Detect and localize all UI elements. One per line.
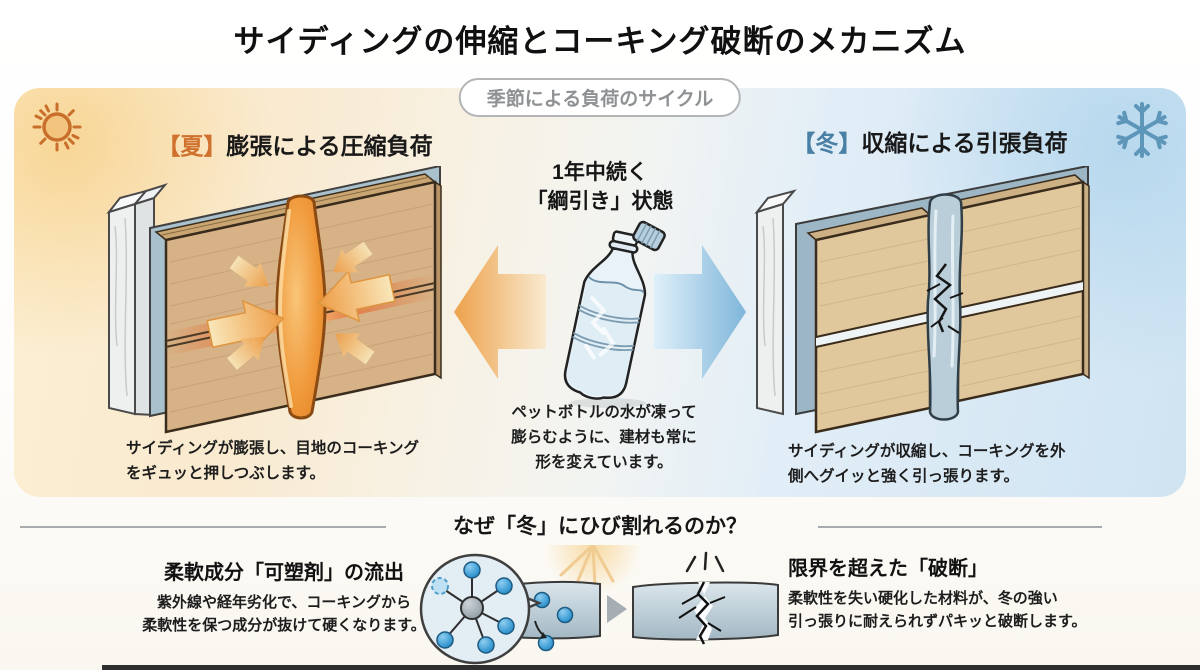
plasticizer-block: 柔軟成分「可塑剤」の流出 紫外線や経年劣化で、コーキングから 柔軟性を保つ成分が… bbox=[124, 556, 444, 638]
fractured-caulk-bar bbox=[632, 551, 779, 645]
cycle-badge: 季節による負荷のサイクル bbox=[458, 78, 742, 117]
winter-heading-text: 収縮による引張負荷 bbox=[861, 130, 1068, 156]
bottle-cap bbox=[632, 220, 666, 252]
winter-heading: 【冬】収縮による引張負荷 bbox=[735, 124, 1125, 158]
fracture-heading: 限界を超えた「破断」 bbox=[788, 558, 988, 580]
summer-caption: サイディングが膨張し、目地のコーキング をギュッと押しつぶします。 bbox=[126, 440, 419, 482]
summer-wall-illustration bbox=[106, 166, 442, 434]
divider-left bbox=[20, 526, 386, 528]
winter-tag: 【冬】 bbox=[792, 130, 862, 156]
winter-wall-illustration bbox=[754, 166, 1090, 434]
bottle-caption: ペットボトルの水が凍って 膨らむように、建材も常に 形を変えています。 bbox=[511, 404, 697, 471]
page-title: サイディングの伸縮とコーキング破断のメカニズム bbox=[233, 24, 967, 59]
snowflake-icon bbox=[1116, 102, 1168, 158]
winter-caption: サイディングが収縮し、コーキングを外 側へグイッと強く引っ張ります。 bbox=[788, 443, 1066, 485]
summer-heading-text: 膨張による圧縮負荷 bbox=[226, 133, 433, 159]
tug-right-arrow bbox=[654, 245, 746, 379]
caulk-bar bbox=[509, 580, 601, 640]
summer-heading: 【夏】膨張による圧縮負荷 bbox=[100, 127, 490, 161]
fracture-body: 柔軟性を失い硬化した材料が、冬の強い 引っ張りに耐えられずパキッと破断します。 bbox=[788, 590, 1087, 631]
summer-tag: 【夏】 bbox=[157, 133, 227, 159]
divider-right bbox=[818, 526, 1102, 528]
why-section-title: なぜ「冬」にひび割れるのか？ bbox=[453, 515, 747, 538]
plasticizer-heading: 柔軟成分「可塑剤」の流出 bbox=[164, 562, 404, 584]
pet-bottle-illustration bbox=[563, 220, 666, 408]
bottom-cutoff-strip bbox=[102, 665, 1200, 670]
plasticizer-body: 紫外線や経年劣化で、コーキングから 柔軟性を保つ成分が抜けて硬くなります。 bbox=[142, 594, 426, 635]
leaving-plasticizer-dot bbox=[431, 577, 449, 595]
plasticizer-fracture-illustration bbox=[419, 545, 779, 665]
step-arrow-icon bbox=[607, 595, 627, 623]
tug-of-war-heading: 1年中続く 「綱引き」状態 bbox=[526, 161, 674, 214]
molecule-magnifier bbox=[419, 553, 543, 665]
sun-icon bbox=[32, 102, 82, 152]
fracture-block: 限界を超えた「破断」 柔軟性を失い硬化した材料が、冬の強い 引っ張りに耐えられず… bbox=[788, 552, 1148, 634]
tug-left-arrow bbox=[454, 245, 546, 379]
